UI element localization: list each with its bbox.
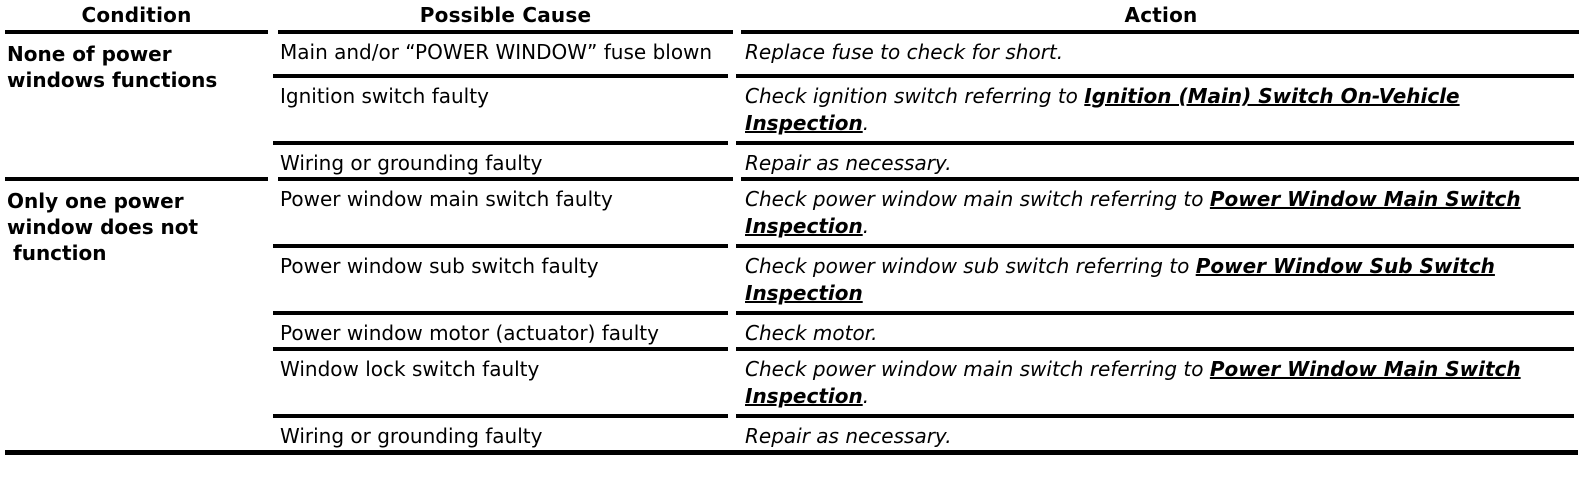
action-text-tail: . (862, 111, 870, 135)
table-row: Power window sub switch faulty Check pow… (273, 248, 1584, 307)
table-row: Power window main switch faulty Check po… (273, 181, 1584, 240)
action-reference-link[interactable]: Power Window Main Switch Inspection (745, 357, 1521, 408)
action-cell: Repair as necessary. (738, 145, 1584, 177)
table-row: Ignition switch faulty Check ignition sw… (273, 78, 1584, 137)
condition-cell: None of power windows functions (0, 34, 273, 177)
action-cell: Repair as necessary. (738, 418, 1584, 450)
rule-segment-action (736, 347, 1574, 351)
action-text: Check power window main switch referring… (745, 357, 1210, 381)
condition-line: window does not (7, 215, 199, 239)
column-header-condition: Condition (81, 3, 192, 27)
table-row: Wiring or grounding faulty Repair as nec… (273, 145, 1584, 177)
condition-line: windows functions (7, 68, 218, 92)
rule-segment-cause (273, 311, 728, 315)
action-text-tail: . (862, 384, 870, 408)
condition-group: None of power windows functions Main and… (0, 34, 1584, 177)
action-reference-link[interactable]: Ignition (Main) Switch On-Vehicle Inspec… (745, 84, 1460, 135)
table-row: Main and/or “POWER WINDOW” fuse blown Re… (273, 34, 1584, 66)
action-cell: Check power window main switch referring… (738, 351, 1584, 410)
table-bottom-rule (5, 450, 1578, 455)
action-text: Repair as necessary. (745, 151, 952, 175)
action-text: Check power window main switch referring… (745, 187, 1210, 211)
table-row: Wiring or grounding faulty Repair as nec… (273, 418, 1584, 450)
rule-segment-cause (278, 30, 733, 34)
condition-group-rows: Main and/or “POWER WINDOW” fuse blown Re… (273, 34, 1584, 177)
condition-group-rows: Power window main switch faulty Check po… (273, 181, 1584, 450)
cause-cell: Wiring or grounding faulty (280, 151, 543, 175)
action-cell: Replace fuse to check for short. (738, 34, 1584, 66)
rule-segment-cause (273, 141, 728, 145)
cause-cell: Main and/or “POWER WINDOW” fuse blown (280, 40, 713, 64)
cause-cell: Wiring or grounding faulty (280, 424, 543, 448)
action-reference-link[interactable]: Power Window Sub Switch Inspection (745, 254, 1495, 305)
rule-segment-action (736, 311, 1574, 315)
table-row: Window lock switch faulty Check power wi… (273, 351, 1584, 410)
action-text: Repair as necessary. (745, 424, 952, 448)
condition-line: Only one power (7, 189, 184, 213)
rule-segment-cause (273, 244, 728, 248)
table-top-rule (0, 30, 1584, 34)
rule-segment-cause (273, 347, 728, 351)
column-header-action: Action (1124, 3, 1198, 27)
action-text: Replace fuse to check for short. (745, 40, 1064, 64)
table-header-row: Condition Possible Cause Action (0, 0, 1584, 30)
action-text: Check ignition switch referring to (745, 84, 1085, 108)
table-row: Power window motor (actuator) faulty Che… (273, 315, 1584, 347)
row-rule (273, 141, 1584, 145)
action-text-tail: . (862, 214, 870, 238)
rule-segment-action (736, 141, 1574, 145)
row-rule (273, 74, 1584, 78)
row-spacer (273, 66, 1584, 74)
table-body: None of power windows functions Main and… (0, 34, 1584, 455)
row-rule (273, 311, 1584, 315)
condition-line: function (13, 241, 107, 265)
action-text: Check motor. (745, 321, 878, 345)
rule-segment-cause (273, 74, 728, 78)
row-rule (273, 244, 1584, 248)
rule-segment-action (741, 30, 1579, 34)
rule-segment-condition (5, 177, 268, 181)
condition-group: Only one power window does not function … (0, 181, 1584, 450)
rule-segment-action (741, 177, 1579, 181)
rule-segment-condition (5, 30, 268, 34)
cause-cell: Power window motor (actuator) faulty (280, 321, 659, 345)
condition-line: None of power (7, 42, 172, 66)
action-cell: Check power window sub switch referring … (738, 248, 1584, 307)
condition-cell: Only one power window does not function (0, 181, 273, 450)
column-header-possible-cause: Possible Cause (419, 3, 592, 27)
cause-cell: Power window sub switch faulty (280, 254, 599, 278)
action-cell: Check power window main switch referring… (738, 181, 1584, 240)
rule-segment-cause (273, 414, 728, 418)
cause-cell: Window lock switch faulty (280, 357, 540, 381)
rule-segment-action (736, 74, 1574, 78)
row-rule (273, 414, 1584, 418)
rule-segment-cause (278, 177, 733, 181)
action-cell: Check motor. (738, 315, 1584, 347)
action-reference-link[interactable]: Power Window Main Switch Inspection (745, 187, 1521, 238)
rule-segment-action (736, 414, 1574, 418)
action-text: Check power window sub switch referring … (745, 254, 1196, 278)
row-rule (273, 347, 1584, 351)
cause-cell: Ignition switch faulty (280, 84, 489, 108)
action-cell: Check ignition switch referring to Ignit… (738, 78, 1584, 137)
group-rule (0, 177, 1584, 181)
rule-segment-action (736, 244, 1574, 248)
cause-cell: Power window main switch faulty (280, 187, 613, 211)
